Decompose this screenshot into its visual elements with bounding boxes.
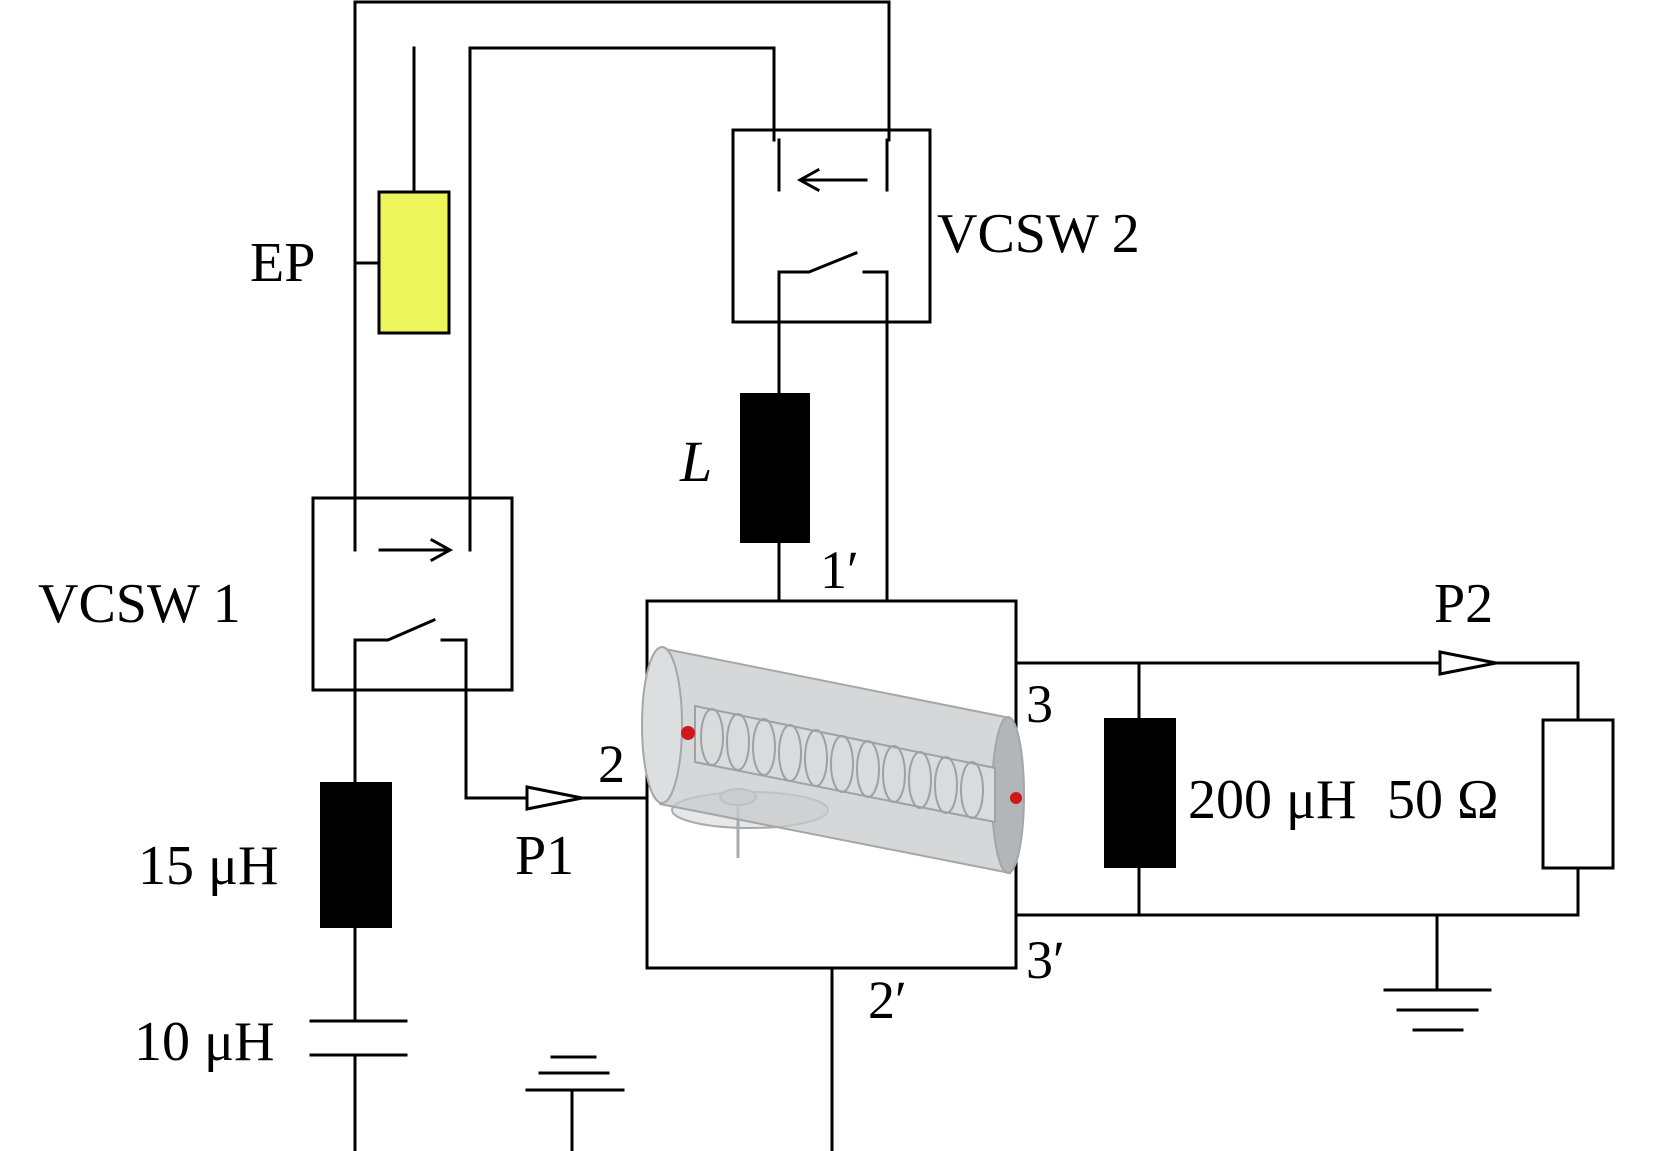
vcsw2-box <box>731 128 932 324</box>
inductor-l <box>740 393 810 543</box>
capacitor-10uh <box>309 1019 408 1057</box>
inductor-15uh-label: 15 μH <box>138 835 278 897</box>
helix-tube-image <box>641 646 1025 875</box>
p2-probe-marker <box>1438 650 1497 676</box>
ep-label: EP <box>250 232 315 294</box>
vcsw1-arrow-head <box>429 537 454 563</box>
vcsw2-label: VCSW 2 <box>937 203 1140 265</box>
inductor-15uh <box>320 782 392 928</box>
vcsw1-box <box>311 496 514 692</box>
resistor-50ohm <box>1541 718 1615 870</box>
capacitor-10uh-label: 10 μH <box>134 1011 274 1073</box>
inductor-200uh <box>1104 718 1176 868</box>
wires <box>353 0 1580 1151</box>
port-2p-label: 2′ <box>868 970 907 1030</box>
wire-vcsw1-to-p1 <box>464 638 529 800</box>
vcsw1-switch <box>311 496 514 692</box>
port-2-label: 2 <box>598 734 625 794</box>
device-box <box>641 599 1025 970</box>
wire-p2-to-resistor <box>1488 661 1580 722</box>
port-1p-label: 1′ <box>820 540 859 600</box>
vcsw2-contact-left <box>777 251 858 282</box>
port-3-label: 3 <box>1026 674 1053 734</box>
ep-element <box>377 190 451 335</box>
vcsw2-arrow-head <box>796 167 821 193</box>
wire-resistor-bottom <box>1014 866 1580 917</box>
p1-probe-marker <box>525 785 583 811</box>
ground-right-icon <box>1383 988 1492 1032</box>
p2-label: P2 <box>1434 573 1493 635</box>
wire-inner-loop <box>468 46 776 534</box>
ground-left-icon <box>525 1055 625 1092</box>
vcsw1-contact-left <box>353 618 436 692</box>
vcsw2-switch <box>731 128 932 324</box>
wire-bottom-loop <box>353 966 834 1151</box>
vcsw1-label: VCSW 1 <box>38 573 241 635</box>
wire-outer-loop <box>353 0 891 534</box>
port-2-marker <box>681 726 695 740</box>
p1-label: P1 <box>515 825 574 887</box>
inductor-200uh-label: 200 μH <box>1188 769 1356 831</box>
resistor-50ohm-label: 50 Ω <box>1387 769 1499 831</box>
inductor-l-label: L <box>679 429 712 494</box>
port-3p-label: 3′ <box>1026 930 1065 990</box>
port-3-marker <box>1010 792 1022 804</box>
